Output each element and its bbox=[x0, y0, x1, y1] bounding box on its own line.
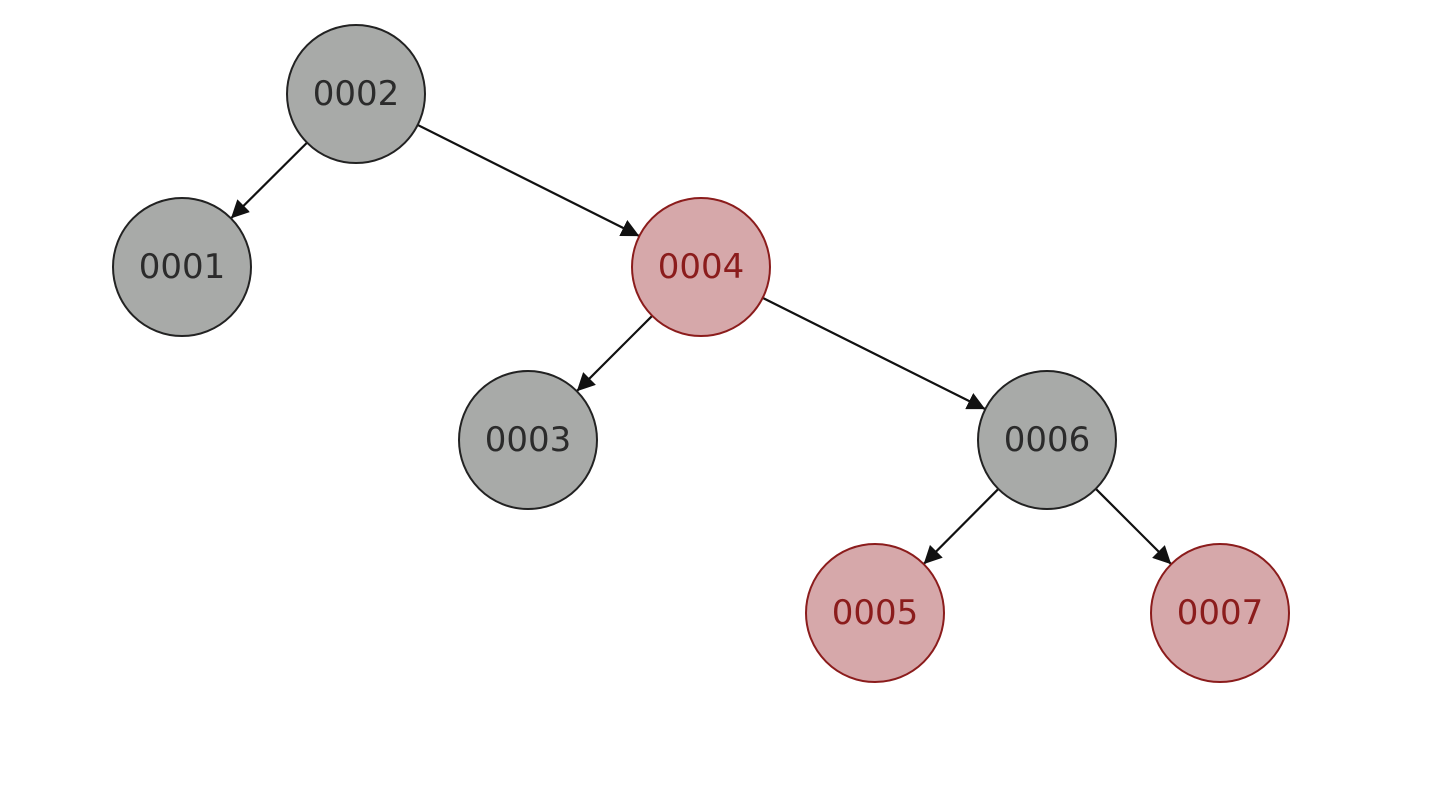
red-node-circle bbox=[631, 197, 771, 337]
node-label: 0004 bbox=[658, 247, 745, 287]
edge-arrow bbox=[576, 315, 653, 392]
tree-node: 0001 bbox=[112, 197, 252, 337]
node-label: 0001 bbox=[139, 247, 226, 287]
edge-arrow bbox=[417, 123, 640, 238]
edge-arrow bbox=[762, 296, 986, 411]
tree-node: 0007 bbox=[1150, 543, 1290, 683]
tree-node: 0006 bbox=[977, 370, 1117, 510]
tree-node: 0004 bbox=[631, 197, 771, 337]
edge-arrow bbox=[1095, 488, 1172, 565]
black-node-circle bbox=[112, 197, 252, 337]
red-node-circle bbox=[1150, 543, 1290, 683]
tree-node: 0002 bbox=[286, 24, 426, 164]
red-node-circle bbox=[805, 543, 945, 683]
black-node-circle bbox=[286, 24, 426, 164]
node-label: 0005 bbox=[832, 593, 919, 633]
node-label: 0003 bbox=[485, 420, 572, 460]
nodes-layer: 0002 0001 0004 0003 0006 0005 0007 bbox=[112, 24, 1290, 683]
node-label: 0002 bbox=[313, 74, 400, 114]
tree-node: 0003 bbox=[458, 370, 598, 510]
black-node-circle bbox=[458, 370, 598, 510]
black-node-circle bbox=[977, 370, 1117, 510]
edge-arrow bbox=[230, 141, 308, 220]
edges-layer bbox=[230, 123, 1172, 565]
edge-arrow bbox=[922, 488, 1000, 565]
tree-node: 0005 bbox=[805, 543, 945, 683]
node-label: 0006 bbox=[1004, 420, 1091, 460]
node-label: 0007 bbox=[1177, 593, 1264, 633]
